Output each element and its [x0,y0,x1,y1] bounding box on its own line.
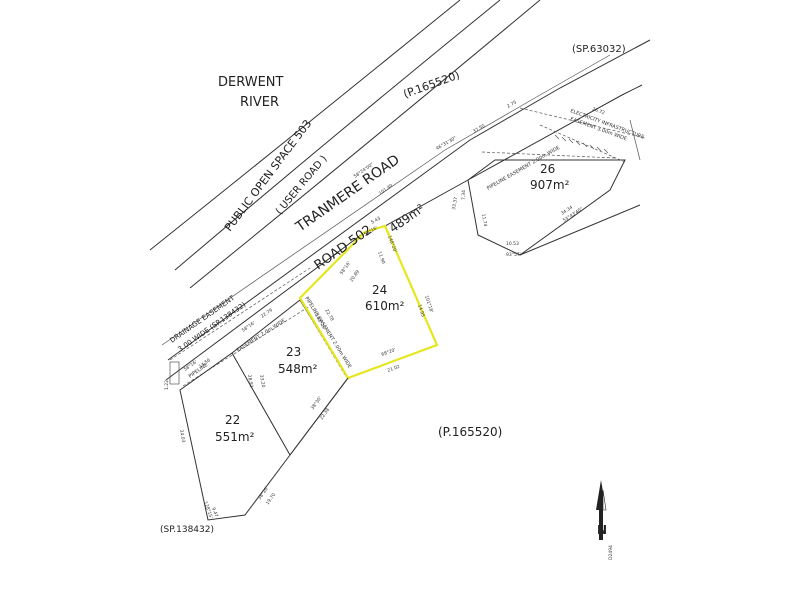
dim-label: 28.92 [246,374,254,388]
dim-label: 2.75 [506,99,518,109]
dim-label: 101.40 [378,183,394,197]
lot-24-area: 610m² [365,299,405,313]
north-code: D2494 [608,545,614,560]
open-space-line-1 [174,0,501,271]
dim-label: 19.70 [265,492,277,506]
east-boundary-2 [629,119,641,161]
lot-26-area: 907m² [530,178,570,192]
dim-label: 37.50 [472,123,486,135]
lot-26-easement-2 [539,124,626,163]
dim-label: 11.74 [480,213,488,227]
dim-label: 68°20' [381,347,397,358]
river-label-line1: DERWENT [218,75,284,90]
pipeline-easement-diag-label: PIPELINE EASEMENT 2.00m WIDE [303,296,352,370]
road-boundary-south [165,84,643,381]
sp-bottom-left: (SP.138432) [160,525,214,535]
easement-left-label: EASEMENT 2.0m WIDE [236,318,287,354]
dim-label: 58°16' [339,260,352,276]
plan-ref-right: (P.165520) [438,425,502,439]
road-boundary-north [167,39,651,361]
lot-23-area: 548m² [278,362,318,376]
drainage-easement-line [169,267,311,361]
sp-top-right: (SP.63032) [572,44,626,55]
dim-label: 21.02 [387,364,401,374]
north-arrow-icon [596,480,607,540]
lot-26-easement [481,151,616,159]
lot-26-number: 26 [540,162,555,176]
lot-24-boundary [298,224,439,380]
hatch-band [554,134,609,154]
open-space-line-2 [189,0,541,289]
dim-label: 101°18' [423,295,434,314]
dim-label: 7.34 [461,190,467,200]
lot-22-boundary [179,352,291,521]
dim-label: 148°20' [386,235,398,254]
lot-26-boundary [467,159,626,256]
dim-label: 5.43 [370,215,382,225]
dim-label: 93°57' [506,252,521,258]
lot-24-south-line [289,377,349,456]
dim-label: 33.37 [451,196,459,210]
north-label: N [597,523,607,537]
lot-24-number: 24 [372,283,387,297]
dim-label: 9.47 [210,507,219,519]
river-label-line2: RIVER [240,95,279,110]
dim-label: 22.78 [323,308,335,322]
electricity-easement-line [519,107,646,139]
lot-22-number: 22 [225,413,240,427]
dim-label: 38°30' [310,395,323,411]
dim-label: 24.03 [178,429,186,443]
road-boundary-north-2 [161,54,611,346]
dim-label: 1.22 [164,380,170,390]
lot-23-number: 23 [286,345,301,359]
dim-label: 20.89 [349,269,361,283]
road-area-label: 489m² [387,201,427,235]
dim-label: 11.90 [376,251,386,265]
lot-22-area: 551m² [215,430,255,444]
dim-label: 26.72 [591,106,605,116]
dim-label: 10.53 [506,241,519,247]
dim-label: 14.95 [416,304,426,318]
dim-label: 128°15' [202,501,214,520]
river-bank-line [149,0,461,251]
east-boundary [519,204,641,256]
dim-label: 33.20 [258,374,266,388]
drainage-box [169,361,180,385]
